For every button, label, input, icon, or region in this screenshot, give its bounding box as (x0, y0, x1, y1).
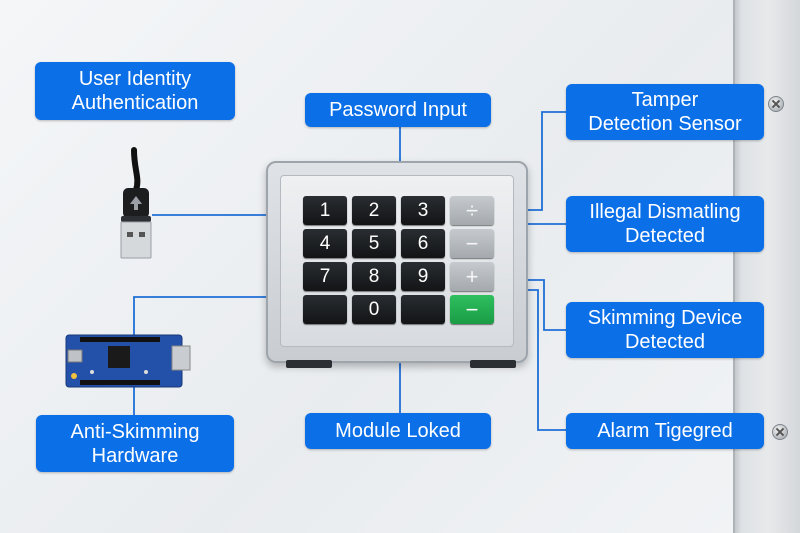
key-2-1[interactable]: 8 (352, 262, 396, 291)
circuit-board-icon (65, 334, 191, 388)
connector-alarm (528, 289, 566, 431)
key-0-2[interactable]: 3 (401, 196, 445, 225)
password-input-label: Password Input (305, 93, 491, 127)
usb-cable-icon (120, 147, 152, 259)
key-2-0[interactable]: 7 (303, 262, 347, 291)
key-0-1[interactable]: 2 (352, 196, 396, 225)
key-2-3[interactable]: + (450, 262, 494, 291)
illegal-dismantling-label: Illegal Dismatling Detected (566, 196, 764, 252)
key-0-0[interactable]: 1 (303, 196, 347, 225)
module-locked-label: Module Loked (305, 413, 491, 449)
user-identity-authentication-label: User Identity Authentication (35, 62, 235, 120)
screw-icon (772, 424, 788, 440)
key-0-3[interactable]: ÷ (450, 196, 494, 225)
key-3-3[interactable]: − (450, 295, 494, 324)
skimming-device-label: Skimming Device Detected (566, 302, 764, 358)
key-1-0[interactable]: 4 (303, 229, 347, 258)
tamper-detection-sensor-label: Tamper Detection Sensor (566, 84, 764, 140)
key-1-3[interactable]: − (450, 229, 494, 258)
key-blank[interactable] (401, 295, 445, 324)
screw-icon (768, 96, 784, 112)
anti-skimming-hardware-label: Anti-Skimming Hardware (36, 415, 234, 472)
key-2-2[interactable]: 9 (401, 262, 445, 291)
keypad-foot (286, 360, 332, 368)
keypad-foot (470, 360, 516, 368)
key-blank[interactable] (303, 295, 347, 324)
connector-tamper (528, 111, 566, 211)
key-3-1[interactable]: 0 (352, 295, 396, 324)
alarm-triggered-label: Alarm Tigegred (566, 413, 764, 449)
key-1-1[interactable]: 5 (352, 229, 396, 258)
connector-skimming (528, 279, 566, 331)
key-1-2[interactable]: 6 (401, 229, 445, 258)
